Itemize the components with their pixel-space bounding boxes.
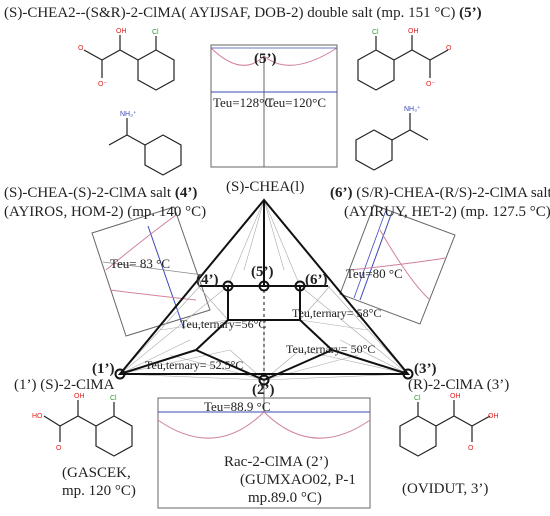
svg-text:NH₃⁺: NH₃⁺ [404, 105, 421, 113]
point-6: (6’) [305, 272, 328, 288]
svg-text:OH: OH [116, 28, 127, 35]
left-acid-line2: (GASCEK, [62, 465, 131, 481]
right-acid-line1: (R)-2-ClMA (3’) [408, 377, 510, 393]
rac-line1: Rac-2-ClMA (2’) [224, 454, 329, 470]
rac-line2: (GUMXAO02, P-1 [240, 472, 356, 488]
label-5-top: (5’) [254, 51, 277, 67]
svg-text:O: O [446, 45, 452, 52]
svg-text:Cl: Cl [152, 29, 159, 36]
point-1: (1’) [92, 361, 115, 377]
left-binary-box [91, 206, 211, 337]
svg-text:O⁻: O⁻ [98, 81, 107, 88]
eu-left: Teu= 83 °C [110, 256, 171, 271]
svg-text:OH: OH [488, 413, 499, 420]
label-chea-liquid: (S)-CHEA(l) [226, 179, 305, 195]
molecule-chea-left [108, 118, 182, 176]
eu-bottom: Teu=88.9 °C [204, 399, 271, 414]
svg-text:O: O [56, 445, 62, 452]
svg-text:Cl: Cl [372, 29, 379, 36]
molecule-r-2-clma [399, 400, 491, 457]
right-binary-box [339, 204, 456, 325]
rac-line3: mp.89.0 °C) [248, 490, 322, 506]
left-salt-line1: (S)-CHEA-(S)-2-ClMA salt (4’) [4, 185, 198, 201]
svg-text:Cl: Cl [414, 395, 421, 402]
svg-text:OH: OH [408, 28, 419, 35]
molecule-2-clma-top-left [83, 35, 175, 91]
teu-ternary-56: Teu,ternary=56°C [180, 317, 267, 331]
svg-text:O: O [78, 45, 84, 52]
point-2: (2’) [252, 382, 275, 398]
right-acid-line2: (OVIDUT, 3’) [402, 481, 489, 497]
svg-text:Cl: Cl [110, 395, 117, 402]
teu-ternary-50: Teu,ternary= 50°C [286, 342, 376, 356]
eu-top-left: Teu=128°C [213, 95, 274, 110]
right-salt-line2: (AYIRUY, HET-2) (mp. 127.5 °C) [344, 204, 550, 220]
point-4: (4’) [196, 272, 219, 288]
top-binary-box [210, 44, 338, 168]
molecule-s-2-clma [43, 400, 133, 457]
teu-ternary-58: Teu,ternary= 58°C [292, 306, 382, 320]
teu-ternary-52-5: Teu,ternary= 52.5°C [145, 358, 244, 372]
molecule-chea-right [355, 113, 429, 171]
right-salt-line1: (6’) (S/R)-CHEA-(R/S)-2-ClMA salt [330, 185, 550, 201]
ternary-triangle [114, 198, 414, 386]
left-acid-line3: mp. 120 °C) [62, 483, 136, 499]
bottom-binary-box [157, 380, 371, 509]
point-3: (3’) [414, 361, 437, 377]
left-acid-line1: (1’) (S)-2-ClMA [14, 377, 115, 393]
svg-text:O: O [468, 445, 474, 452]
svg-text:HO: HO [32, 413, 43, 420]
svg-text:OH: OH [74, 393, 85, 400]
molecule-2-clma-top-right [357, 35, 449, 91]
svg-text:O⁻: O⁻ [426, 81, 435, 88]
title-double-salt: (S)-CHEA2--(S&R)-2-ClMA( AYIJSAF, DOB-2)… [4, 5, 482, 21]
eu-top-right: Teu=120°C [266, 95, 327, 110]
atom-labels: Cl OH O O⁻ NH₃⁺ Cl OH O O⁻ NH₃⁺ Cl OH HO… [32, 28, 499, 452]
left-salt-line2: (AYIROS, HOM-2) (mp. 140 °C) [4, 204, 207, 220]
eu-right: Teu=80 °C [346, 266, 403, 281]
svg-text:NH₃⁺: NH₃⁺ [120, 110, 137, 118]
point-5: (5’) [251, 264, 274, 280]
svg-text:OH: OH [450, 393, 461, 400]
